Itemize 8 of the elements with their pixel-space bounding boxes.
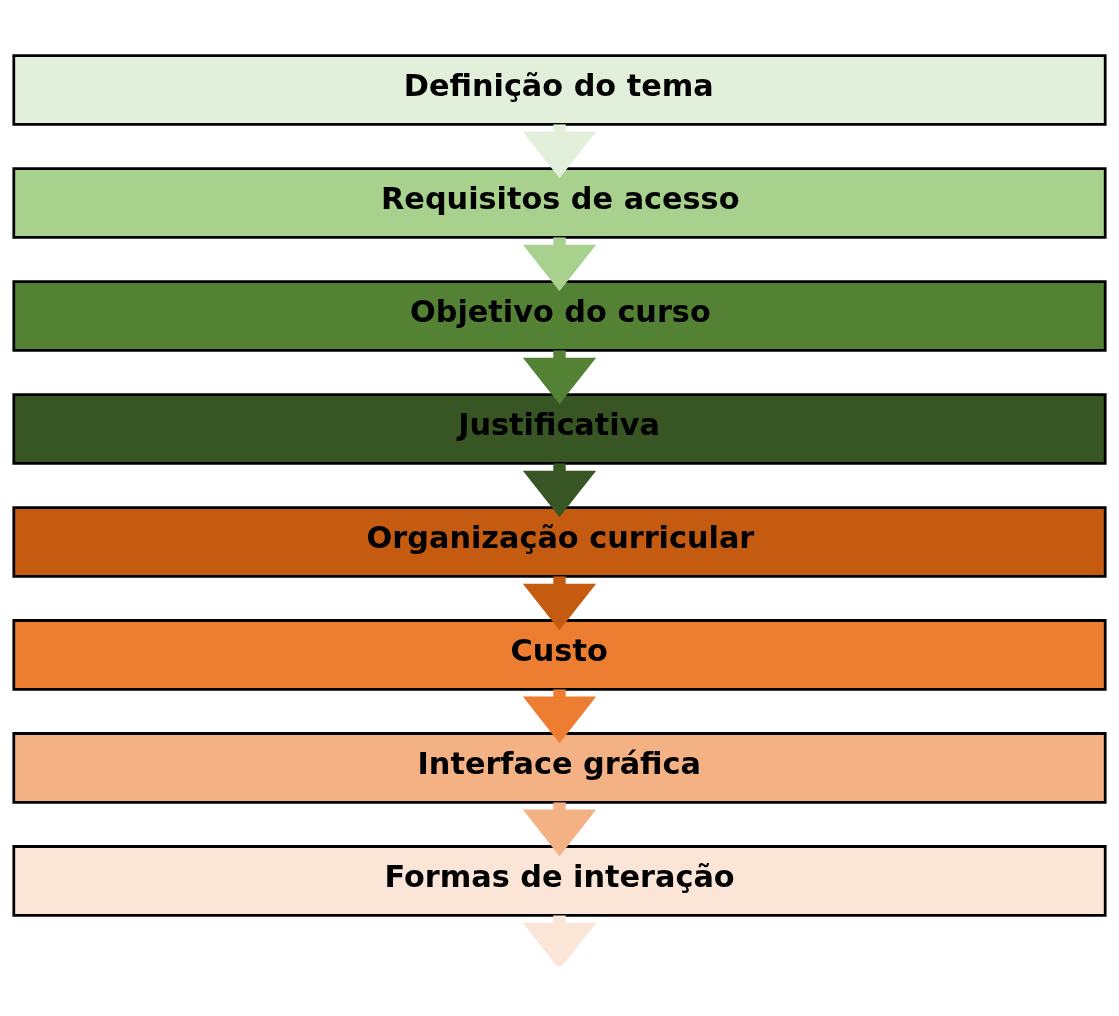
node-box: Formas de interação	[12, 845, 1107, 917]
node-box: Justificativa	[12, 393, 1107, 465]
node-box: Interface gráfica	[12, 732, 1107, 804]
node-box: Requisitos de acesso	[12, 167, 1107, 239]
node-box: Custo	[12, 619, 1107, 691]
node-box: Organização curricular	[12, 506, 1107, 578]
node-box: Definição do tema	[12, 54, 1107, 126]
node-box: Objetivo do curso	[12, 280, 1107, 352]
